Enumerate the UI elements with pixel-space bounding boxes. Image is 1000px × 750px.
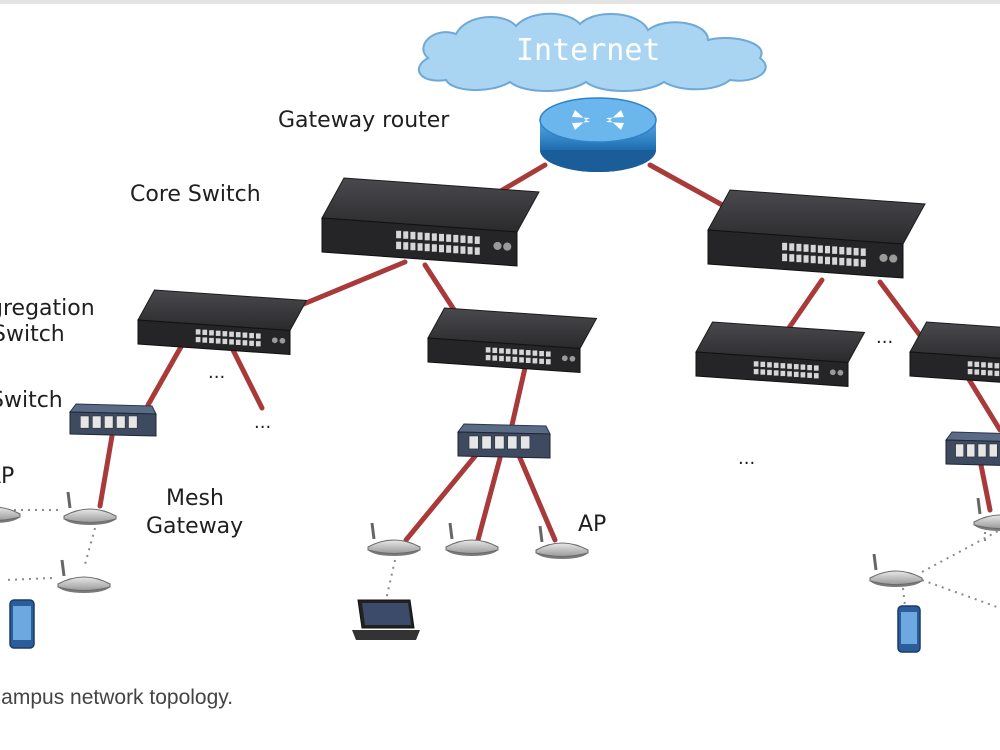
- label-mesh-gateway: Gateway: [146, 514, 244, 539]
- ap-mid-2-icon: [445, 522, 499, 556]
- link-access-4-ap: [977, 457, 993, 513]
- smartphone-left-icon: [9, 599, 35, 649]
- mesh-gateway-ap-icon: [63, 491, 117, 525]
- access-switch-4-icon: [945, 431, 1000, 466]
- wireless-links: [4, 509, 1000, 609]
- wireless-ap-phone: [902, 587, 906, 607]
- label-aggregation: Aggregation: [0, 296, 95, 321]
- wireless-ap-right-down: [921, 579, 1000, 609]
- wireless-ap-right-up: [921, 529, 1000, 573]
- ap-right-1-icon: [869, 553, 923, 587]
- access-switch-1-icon: [69, 403, 157, 437]
- label-aggregation-switch: Switch: [0, 322, 65, 347]
- label-mesh: Mesh: [166, 486, 224, 511]
- aggregation-switch-3-icon: [695, 321, 866, 388]
- link-access-2-ap-3: [517, 455, 558, 543]
- label-core-switch: Core Switch: [130, 182, 261, 207]
- ap-mid-3-icon: [535, 525, 589, 559]
- ap-right-2-icon: [973, 497, 1000, 531]
- aggregation-switch-4-icon: [909, 321, 1000, 383]
- link-access-2-ap-1: [403, 452, 479, 543]
- core-switch-left-icon: [321, 177, 540, 267]
- label-access-switch: Switch: [0, 388, 63, 413]
- link-access-2-ap-2: [475, 455, 503, 543]
- laptop-icon: [352, 599, 420, 640]
- ellipsis-access-1: ...: [254, 412, 272, 433]
- wireless-ap-laptop: [385, 559, 396, 601]
- link-agg-1-dots: [229, 345, 265, 411]
- label-internet: Internet: [516, 33, 661, 68]
- wireless-mesh-gw-mesh-ap: [83, 527, 96, 569]
- core-switch-right-icon: [707, 189, 926, 279]
- link-agg-1-access-1: [145, 342, 185, 408]
- router-arrows-icon: [572, 110, 624, 130]
- link-router-core-right: [647, 162, 738, 215]
- top-border: [0, 0, 1000, 4]
- link-agg-2-access-2: [509, 365, 528, 428]
- link-access-1-mesh-gw: [97, 433, 115, 509]
- ellipsis-core-right: ...: [876, 327, 894, 348]
- link-core-right-agg-4: [877, 279, 925, 341]
- wireless-mesh-ap-left: [4, 577, 53, 581]
- label-ap-left: AP: [0, 464, 15, 489]
- aggregation-switch-1-icon: [137, 289, 308, 356]
- access-switch-2-icon: [457, 423, 551, 459]
- aggregation-switch-2-icon: [427, 307, 598, 374]
- access-points-group: [0, 491, 1000, 593]
- smartphone-right-icon: [897, 605, 921, 653]
- ellipsis-agg-1: ...: [208, 362, 226, 383]
- ap-mid-1-icon: [367, 522, 421, 556]
- label-gateway-router: Gateway router: [278, 108, 450, 133]
- label-ap-mid: AP: [578, 512, 607, 537]
- mesh-ap-icon: [57, 559, 111, 593]
- gateway-router-icon: [539, 97, 657, 172]
- ap-left-edge-icon: [0, 506, 21, 523]
- figure-caption: Campus network topology.: [0, 686, 234, 709]
- switches-group: [69, 177, 1000, 466]
- internet-cloud-icon: [417, 12, 767, 92]
- ellipsis-agg-3: ...: [738, 448, 756, 469]
